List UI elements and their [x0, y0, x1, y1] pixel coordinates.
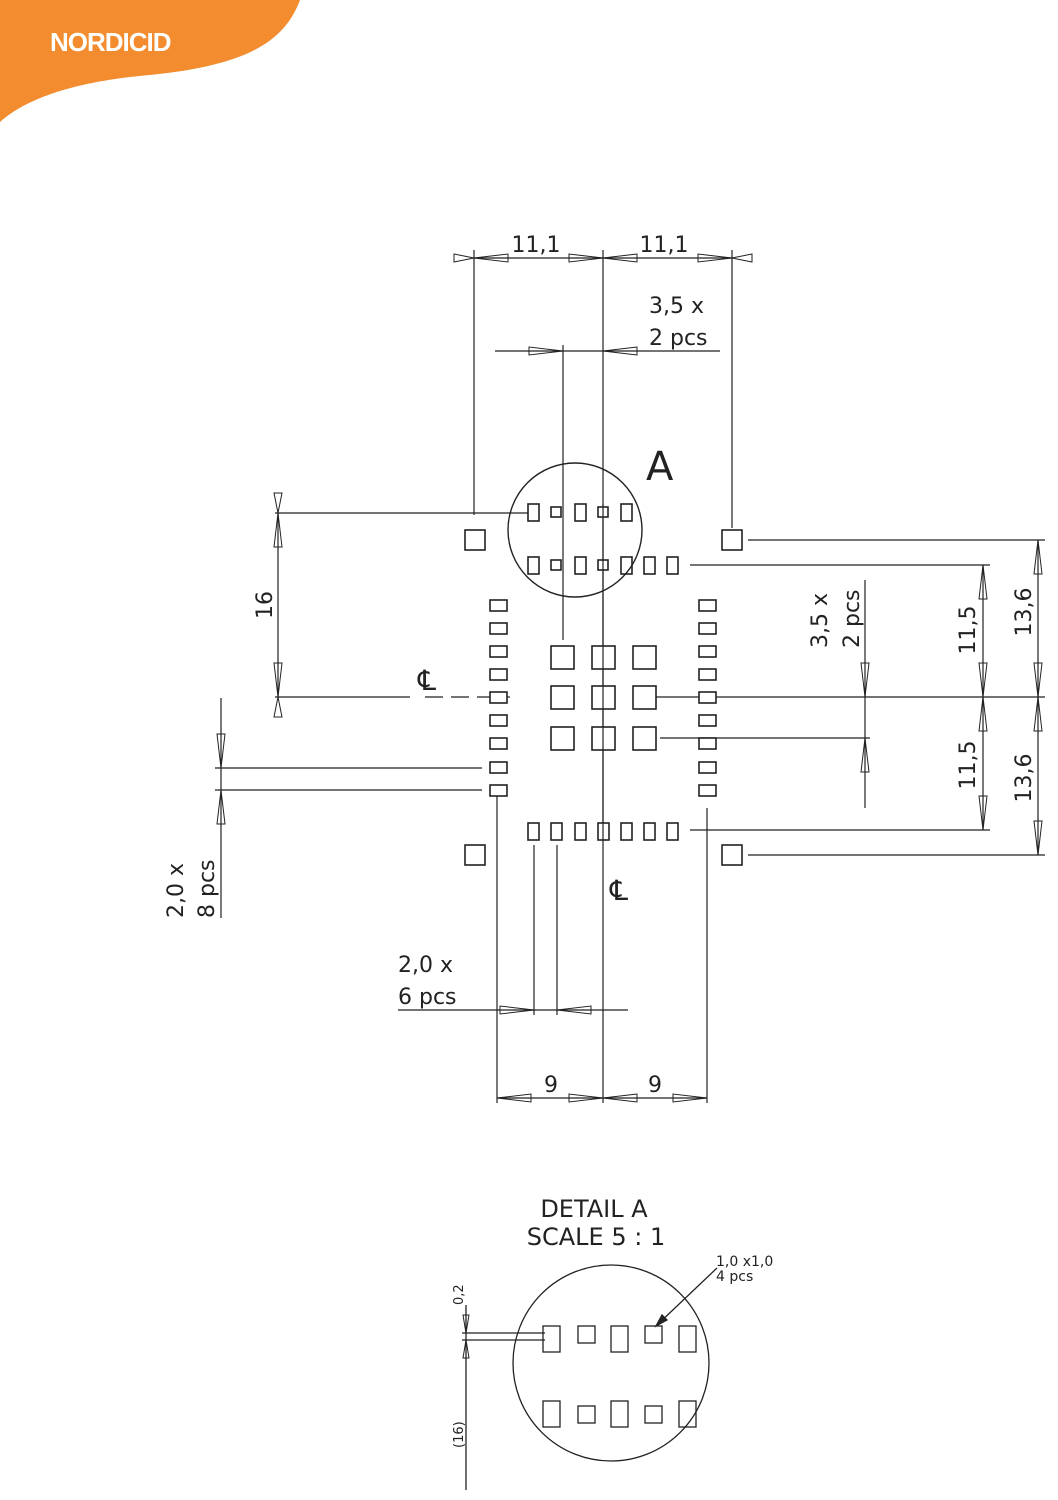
detail-title: DETAIL A [540, 1195, 648, 1223]
note-left-line1: 2,0 x [164, 863, 189, 918]
dim-bottom-left: 9 [544, 1073, 558, 1098]
note-top-line1: 3,5 x [649, 294, 704, 319]
note-right-line2: 2 pcs [840, 589, 865, 648]
centerline-symbol-bottom: ℄ [609, 874, 628, 907]
detail-dim-gap: 0,2 [452, 1284, 467, 1305]
detail-view [462, 1265, 717, 1490]
dim-top-left: 11,1 [512, 233, 561, 258]
dim-left-16: 16 [253, 591, 278, 619]
centerline-symbol-left: ℄ [417, 664, 436, 697]
detail-marker: A [646, 444, 674, 490]
dim-right-11-5-bottom: 11,5 [956, 741, 981, 790]
dim-right-13-6-top: 13,6 [1012, 588, 1037, 637]
note-left-line2: 8 pcs [195, 859, 220, 918]
dim-right-11-5-top: 11,5 [956, 606, 981, 655]
dim-bottom-right: 9 [648, 1073, 662, 1098]
note-top-line2: 2 pcs [649, 326, 708, 351]
detail-scale: SCALE 5 : 1 [527, 1223, 665, 1251]
pad-note-line1: 1,0 x1,0 [716, 1254, 773, 1270]
dim-right-13-6-bottom: 13,6 [1012, 754, 1037, 803]
pad-note-line2: 4 pcs [716, 1269, 753, 1285]
note-right-line1: 3,5 x [808, 593, 833, 648]
note-bottom-line2: 6 pcs [398, 985, 457, 1010]
note-bottom-line1: 2,0 x [398, 953, 453, 978]
detail-circle [508, 463, 642, 597]
dim-top-right: 11,1 [640, 233, 689, 258]
detail-dim-ref: (16) [452, 1421, 467, 1448]
